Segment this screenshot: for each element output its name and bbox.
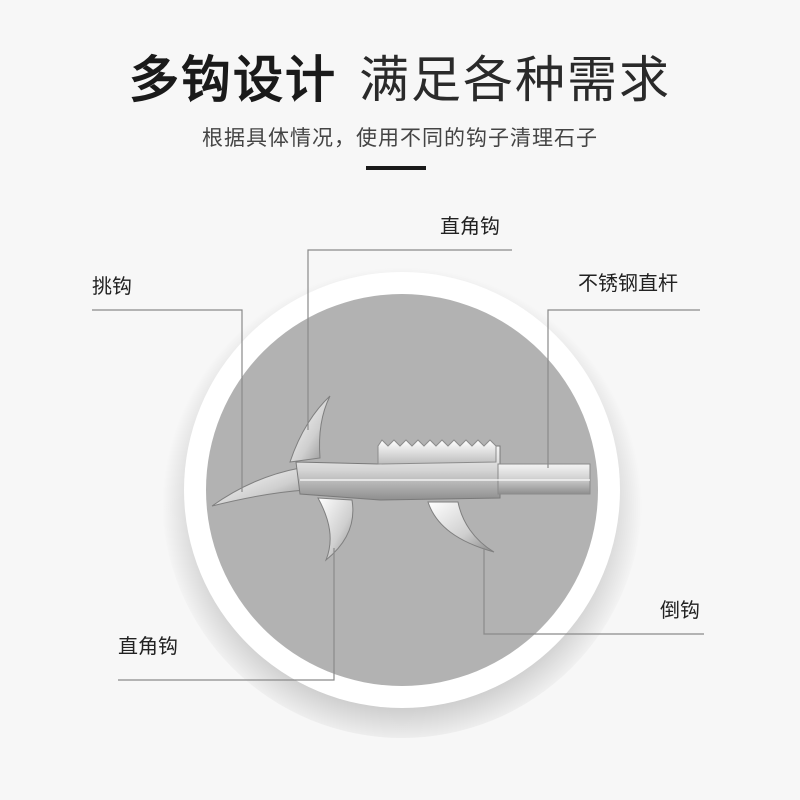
- headline: 多钩设计满足各种需求: [0, 44, 800, 116]
- leader-steel-rod: [547, 309, 700, 468]
- serrated-edge: [377, 439, 497, 465]
- leader-lines: [92, 249, 704, 681]
- hook-tool: [211, 395, 591, 562]
- lower-hook-blade: [317, 497, 354, 562]
- callout-steel-rod: 不锈钢直杆: [578, 271, 678, 295]
- headline-light: 满足各种需求: [359, 51, 671, 109]
- leader-bottom-hook: [118, 548, 335, 681]
- leader-top-hook: [307, 249, 512, 430]
- upper-hook-blade: [289, 395, 331, 463]
- callout-bottom-right-angle-hook: 直角钩: [118, 634, 178, 658]
- title-divider: [366, 166, 426, 170]
- barb-hook-blade: [427, 501, 495, 553]
- subtitle: 根据具体情况，使用不同的钩子清理石子: [202, 126, 598, 150]
- leader-barb-hook: [483, 548, 704, 635]
- headline-bold: 多钩设计: [129, 51, 337, 109]
- callout-pick-hook: 挑钩: [92, 274, 132, 298]
- leader-pick-hook: [92, 309, 243, 492]
- callout-barb-hook: 倒钩: [660, 598, 700, 622]
- callout-top-right-angle-hook: 直角钩: [440, 214, 500, 238]
